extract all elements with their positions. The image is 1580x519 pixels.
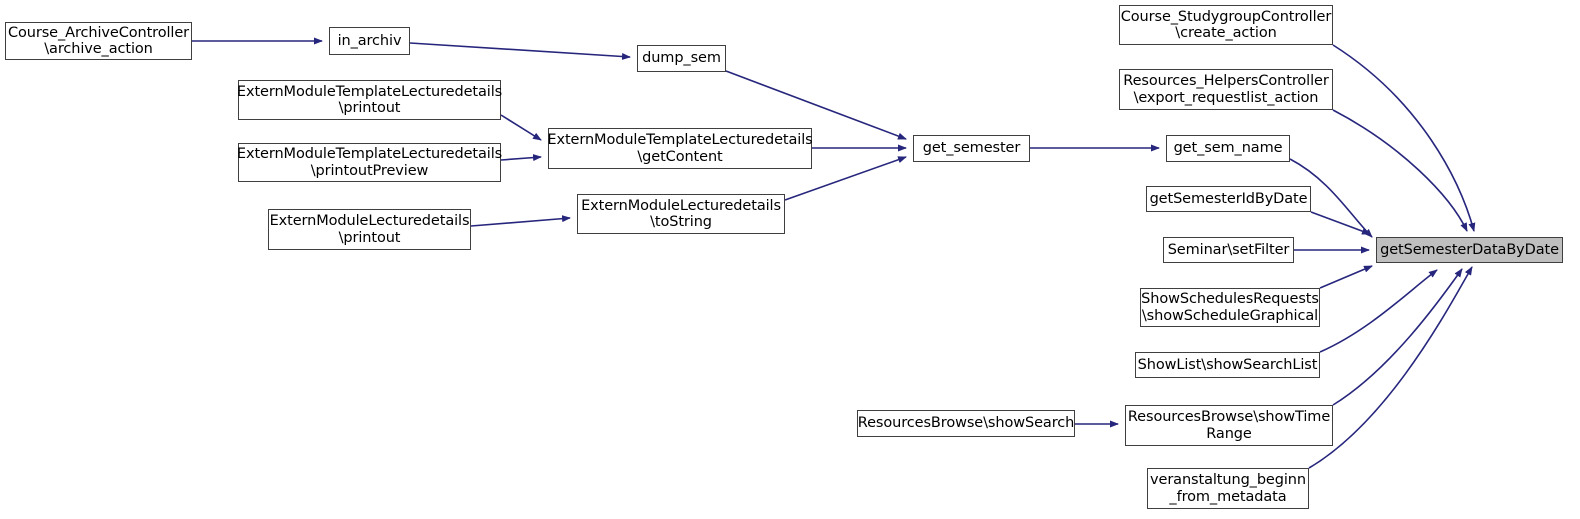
node-label: in_archiv [337,32,402,49]
node-veranstaltung_beginn[interactable]: veranstaltung_beginn _from_metadata [1147,468,1309,509]
edge-eml_printout-to-eml_tostring [470,215,571,227]
node-label: get_semester [922,140,1021,157]
node-seminar_setfilter[interactable]: Seminar\setFilter [1163,237,1294,263]
node-emtl_printout[interactable]: ExternModuleTemplateLecturedetails \prin… [236,80,503,120]
node-emtl_printoutpreview[interactable]: ExternModuleTemplateLecturedetails \prin… [236,143,503,182]
node-label: veranstaltung_beginn _from_metadata [1150,472,1306,505]
node-get_semester_id[interactable]: getSemesterIdByDate [1146,186,1311,212]
node-label: get_sem_name [1173,140,1283,157]
edge-eml_tostring-to-get_semester [784,156,907,201]
edge-veranstaltung_beginn-to-target [1308,266,1473,469]
node-label: Seminar\setFilter [1167,241,1290,258]
edges-group [192,37,1476,469]
node-in_archiv[interactable]: in_archiv [329,27,410,55]
node-label: ShowSchedulesRequests \showScheduleGraph… [1141,291,1319,324]
node-show_schedules[interactable]: ShowSchedulesRequests \showScheduleGraph… [1140,288,1320,327]
node-rb_showsearch[interactable]: ResourcesBrowse\showSearch [857,410,1075,437]
edge-show_schedules-to-target [1319,265,1373,289]
edge-dump_sem-to-get_semester [725,70,907,140]
edge-showlist_search-to-target [1319,269,1438,353]
node-label: ExternModuleTemplateLecturedetails \prin… [236,83,503,116]
node-get_semester[interactable]: get_semester [913,135,1030,162]
node-eml_printout[interactable]: ExternModuleLecturedetails \printout [268,209,471,250]
node-label: ResourcesBrowse\showSearch [857,415,1075,432]
node-showlist_search[interactable]: ShowList\showSearchList [1135,352,1320,378]
node-course_archive[interactable]: Course_ArchiveController \archive_action [5,22,192,60]
edge-get_semester_id-to-target [1310,211,1371,235]
edge-in_archiv-to-dump_sem [409,42,631,60]
node-dump_sem[interactable]: dump_sem [637,45,726,72]
node-label: Course_StudygroupController \create_acti… [1120,8,1332,41]
edge-resources_helpers-to-target [1332,109,1468,232]
node-get_sem_name[interactable]: get_sem_name [1166,135,1290,162]
node-eml_tostring[interactable]: ExternModuleLecturedetails \toString [577,194,785,234]
node-label: ResourcesBrowse\showTime Range [1127,409,1331,442]
node-label: ShowList\showSearchList [1137,356,1318,373]
node-label: ExternModuleLecturedetails \printout [269,213,470,246]
node-label: Course_ArchiveController \archive_action [7,24,190,57]
node-label: ExternModuleTemplateLecturedetails \prin… [236,146,503,179]
edge-emtl_printoutpreview-to-emtl_getcontent [500,154,542,162]
node-label: getSemesterIdByDate [1149,190,1308,207]
edge-emtl_printout-to-emtl_getcontent [500,114,542,141]
node-label: getSemesterDataByDate [1380,241,1559,258]
node-label: ExternModuleTemplateLecturedetails \getC… [547,132,813,165]
edge-rb_showtimerange-to-target [1332,268,1463,406]
node-label: dump_sem [642,50,721,67]
edge-course_studygroup-to-target [1332,44,1476,232]
node-resources_helpers[interactable]: Resources_HelpersController \export_requ… [1119,69,1333,110]
node-label: ExternModuleLecturedetails \toString [581,197,781,230]
node-rb_showtimerange[interactable]: ResourcesBrowse\showTime Range [1125,405,1333,446]
node-course_studygroup[interactable]: Course_StudygroupController \create_acti… [1119,5,1333,45]
node-label: Resources_HelpersController \export_requ… [1123,73,1329,106]
node-emtl_getcontent[interactable]: ExternModuleTemplateLecturedetails \getC… [547,128,813,169]
node-target[interactable]: getSemesterDataByDate [1376,237,1563,263]
